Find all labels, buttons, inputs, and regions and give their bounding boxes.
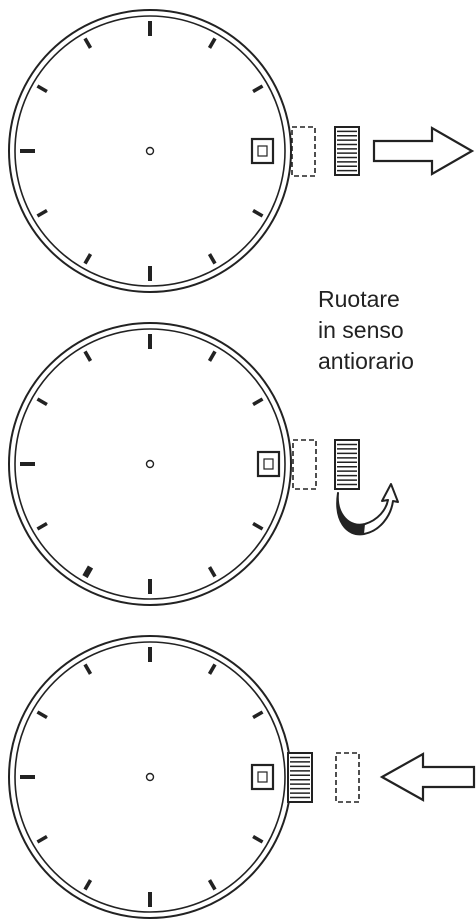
hour-marker	[252, 521, 264, 531]
hour-marker	[252, 208, 264, 218]
arrow-left-icon	[379, 752, 476, 802]
crown-3	[287, 752, 313, 803]
crown-body	[334, 126, 360, 176]
crown-1	[334, 126, 360, 176]
hour-marker	[36, 710, 48, 720]
date-window-inner-3	[257, 771, 268, 783]
hour-marker	[82, 565, 94, 579]
hour-marker	[252, 710, 264, 720]
dial-center-dot	[145, 146, 155, 156]
hour-marker	[83, 663, 93, 675]
hour-marker	[36, 521, 48, 531]
dial-center-dot	[145, 772, 155, 782]
hour-marker	[207, 879, 217, 891]
hour-marker	[36, 208, 48, 218]
date-window-2	[256, 450, 281, 478]
hour-marker	[207, 350, 217, 362]
caption-line-2: in senso	[318, 317, 404, 343]
hour-marker	[36, 834, 48, 844]
step-3-group	[8, 635, 476, 919]
crown-previous-position-3	[335, 752, 360, 803]
instruction-caption: Ruotare in senso antiorario	[318, 284, 468, 377]
dial-inner-ring	[14, 15, 286, 287]
arrow-right-icon	[372, 126, 475, 176]
watch-face-2	[8, 322, 292, 606]
hour-marker	[83, 253, 93, 265]
caption-line-1: Ruotare	[318, 286, 400, 312]
hour-marker	[83, 879, 93, 891]
hour-marker	[36, 397, 48, 407]
hour-marker	[207, 663, 217, 675]
hour-marker	[252, 84, 264, 94]
rotate-arrow-shade	[337, 493, 365, 535]
crown-body	[334, 439, 360, 490]
date-window-inner-2	[263, 458, 274, 470]
date-window-inner-1	[257, 145, 268, 157]
hour-marker	[252, 397, 264, 407]
step-2-group	[8, 322, 399, 606]
dial-outer-ring	[8, 9, 292, 293]
hour-marker	[207, 37, 217, 49]
hour-marker	[207, 566, 217, 578]
crown-2	[334, 439, 360, 490]
dial-inner-ring	[14, 641, 286, 913]
date-window-3	[250, 763, 275, 791]
crown-body	[287, 752, 313, 803]
hour-marker	[83, 350, 93, 362]
hour-marker	[207, 253, 217, 265]
hour-marker	[252, 834, 264, 844]
date-window-1	[250, 137, 275, 165]
hour-marker	[83, 37, 93, 49]
step-1-group	[8, 9, 475, 293]
crown-original-position-1	[291, 126, 316, 177]
watch-face-3	[8, 635, 292, 919]
crown-original-position-2	[292, 439, 317, 490]
caption-line-3: antiorario	[318, 348, 414, 374]
watch-face-1	[8, 9, 292, 293]
dial-center-dot	[145, 459, 155, 469]
dial-inner-ring	[14, 328, 286, 600]
hour-marker	[36, 84, 48, 94]
dial-outer-ring	[8, 322, 292, 606]
